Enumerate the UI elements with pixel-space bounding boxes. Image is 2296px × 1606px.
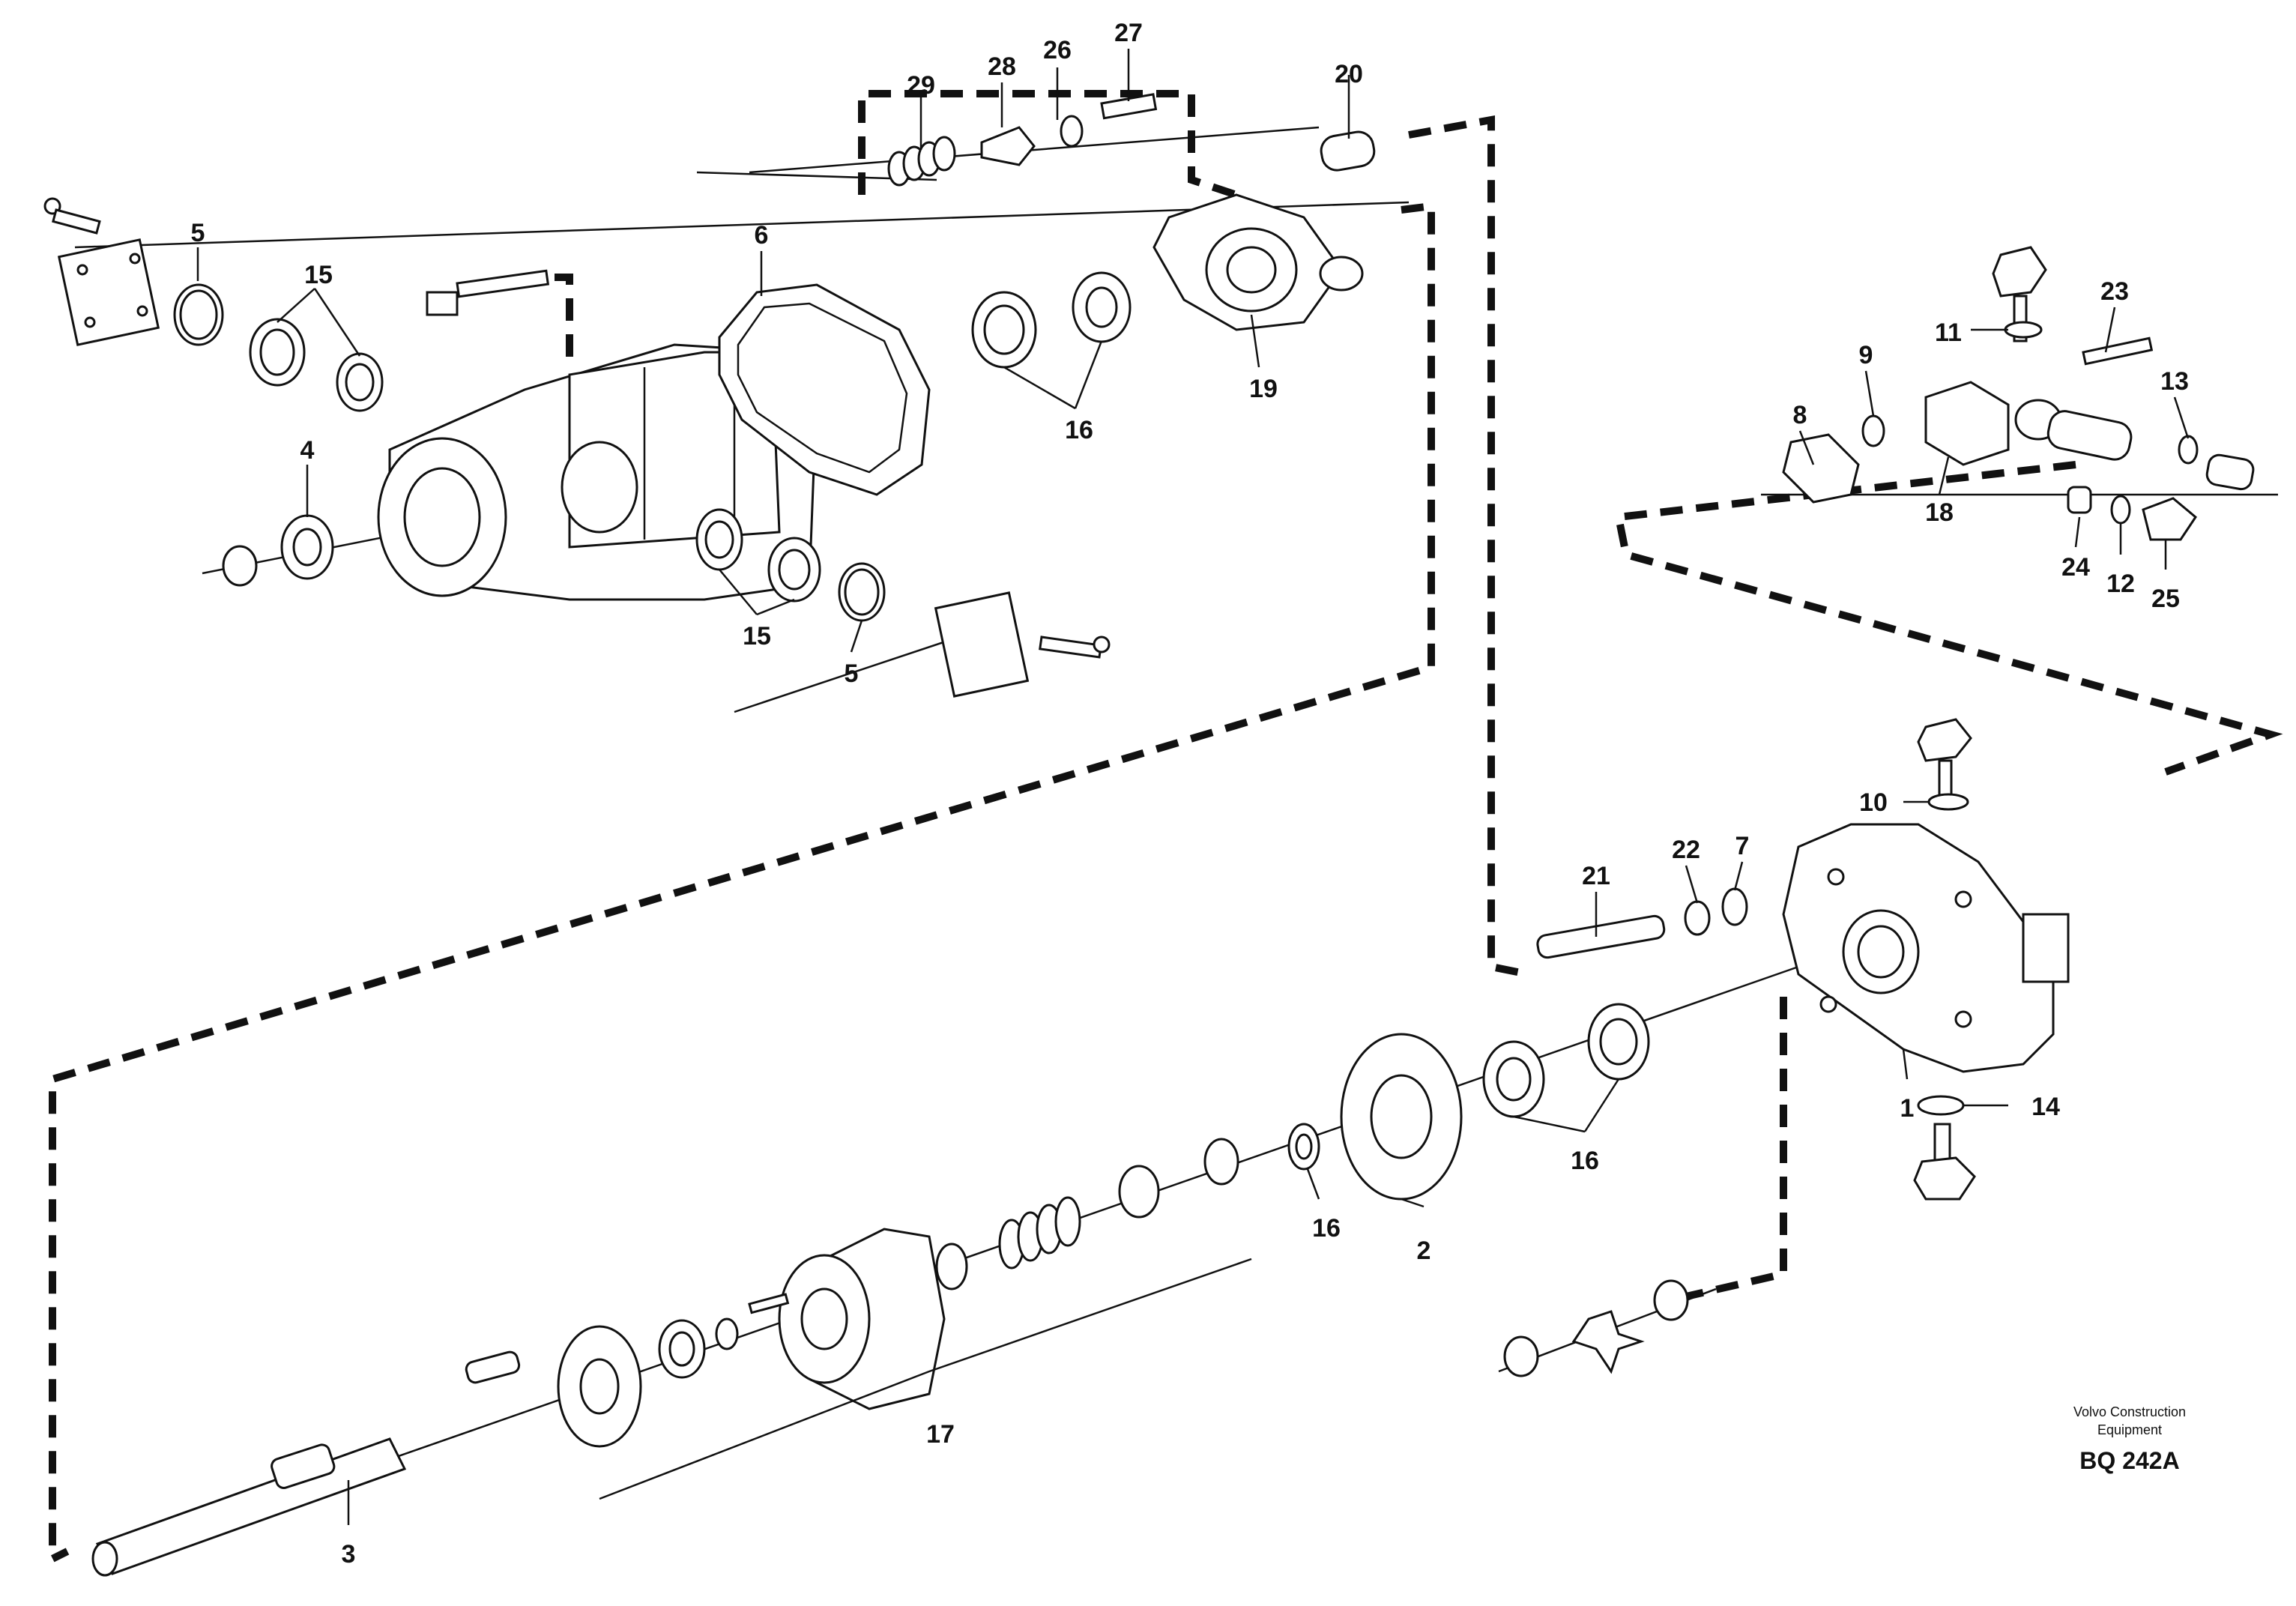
- callout-16-small: 16: [1312, 1214, 1341, 1243]
- callout-23: 23: [2100, 277, 2129, 306]
- callout-6: 6: [755, 221, 769, 250]
- washer-b: [1118, 1165, 1160, 1219]
- assembly-paths: [49, 90, 2283, 1566]
- screw-23: [2082, 336, 2154, 366]
- washer-26: [1060, 115, 1084, 148]
- callout-18: 18: [1925, 498, 1954, 527]
- callout-14: 14: [2031, 1093, 2060, 1121]
- rotating-group: [91, 1003, 1689, 1577]
- end-cover-group: [1536, 718, 2070, 1201]
- credit-block: Volvo Construction Equipment BQ 242A: [2073, 1404, 2186, 1474]
- callout-labels: 5 15 6 29 28 26 27 20 16 19 4 15 5 8 9 1…: [191, 19, 2189, 1569]
- bolt-top-left: [43, 197, 101, 235]
- cover-plate-left: [57, 238, 160, 346]
- cylinder-block: [778, 1228, 946, 1410]
- callout-19: 19: [1249, 375, 1278, 403]
- o-ring-13: [2178, 435, 2199, 465]
- plug-14: [1913, 1123, 1976, 1201]
- credit-line-1: Volvo Construction: [2073, 1404, 2186, 1419]
- callout-24: 24: [2061, 553, 2090, 582]
- callout-3: 3: [342, 1540, 356, 1569]
- bearing-15-upper: [249, 318, 384, 412]
- o-ring-11: [2004, 321, 2043, 339]
- bearing-16-lower: [1482, 1003, 1650, 1118]
- plate-8: [1782, 433, 1860, 504]
- o-ring-12: [2110, 495, 2131, 525]
- callout-1: 1: [1900, 1094, 1915, 1123]
- end-cover-1: [1782, 823, 2070, 1073]
- callout-27: 27: [1114, 19, 1143, 47]
- valve-block-18: [1924, 381, 2133, 466]
- o-ring-9: [1861, 414, 1885, 447]
- spring-29: [887, 136, 956, 187]
- washer-16-small: [1287, 1123, 1320, 1171]
- bearing-4: [222, 514, 334, 587]
- callout-12: 12: [2106, 570, 2135, 598]
- callout-2: 2: [1417, 1237, 1431, 1265]
- bolt-housing: [426, 269, 550, 316]
- callout-13: 13: [2160, 367, 2189, 396]
- bolt-top-11: [1992, 246, 2047, 342]
- port-plate-2: [1340, 1033, 1463, 1201]
- callout-25: 25: [2151, 585, 2180, 613]
- callout-22: 22: [1672, 836, 1700, 864]
- piston-screw: [465, 1350, 521, 1384]
- callout-28: 28: [988, 52, 1016, 81]
- callout-21: 21: [1582, 862, 1610, 890]
- callout-5-upper: 5: [191, 219, 205, 247]
- callout-15-upper: 15: [304, 261, 333, 289]
- leader-lines: [196, 49, 2190, 1525]
- pin-small: [748, 1293, 790, 1314]
- drawing-code: BQ 242A: [2079, 1447, 2179, 1474]
- spring-center: [998, 1196, 1081, 1270]
- bearing-16-upper: [971, 271, 1132, 369]
- callout-7: 7: [1735, 832, 1750, 860]
- ring-small: [715, 1317, 739, 1350]
- bolt-10: [1917, 718, 1972, 800]
- o-ring-10: [1927, 793, 1969, 811]
- plug-13: [2205, 453, 2255, 491]
- callout-9: 9: [1859, 341, 1873, 369]
- callout-20: 20: [1335, 60, 1363, 88]
- bearing-15-lower: [695, 508, 821, 603]
- callout-8: 8: [1793, 401, 1807, 429]
- credit-line-2: Equipment: [2097, 1422, 2162, 1437]
- callout-4: 4: [300, 436, 315, 465]
- pin-21: [1536, 914, 1666, 959]
- washer-a: [935, 1243, 968, 1290]
- callout-10: 10: [1859, 788, 1888, 817]
- callout-16-lower: 16: [1571, 1147, 1599, 1175]
- callout-16-upper: 16: [1065, 416, 1093, 444]
- sleeve-20: [1320, 130, 1376, 172]
- swash-plate-19: [1152, 193, 1364, 331]
- retainer-plate: [557, 1325, 642, 1448]
- callout-5-lower: 5: [845, 659, 859, 688]
- spring-24: [2067, 486, 2092, 514]
- valve-block-group: [1782, 246, 2255, 541]
- pin-27: [1100, 93, 1158, 120]
- callout-15-lower: 15: [743, 622, 771, 650]
- washer-c: [1203, 1138, 1239, 1186]
- o-ring-14: [1917, 1095, 1965, 1116]
- valve-group-top: [887, 93, 1376, 187]
- shaft-3: [91, 1437, 407, 1577]
- callout-11: 11: [1935, 319, 1962, 347]
- cover-plate-right: [934, 591, 1111, 698]
- ring-22: [1684, 900, 1711, 936]
- plug-25: [2142, 497, 2197, 541]
- o-ring-7: [1721, 887, 1748, 926]
- pump-housing-group: [43, 193, 1364, 698]
- callout-29: 29: [907, 71, 935, 100]
- lower-right-parts: [1503, 1279, 1689, 1377]
- callout-26: 26: [1043, 36, 1072, 64]
- valve-cone-28: [980, 126, 1036, 166]
- gasket-6: [718, 283, 931, 496]
- callout-17: 17: [926, 1420, 955, 1449]
- bushing: [658, 1319, 706, 1379]
